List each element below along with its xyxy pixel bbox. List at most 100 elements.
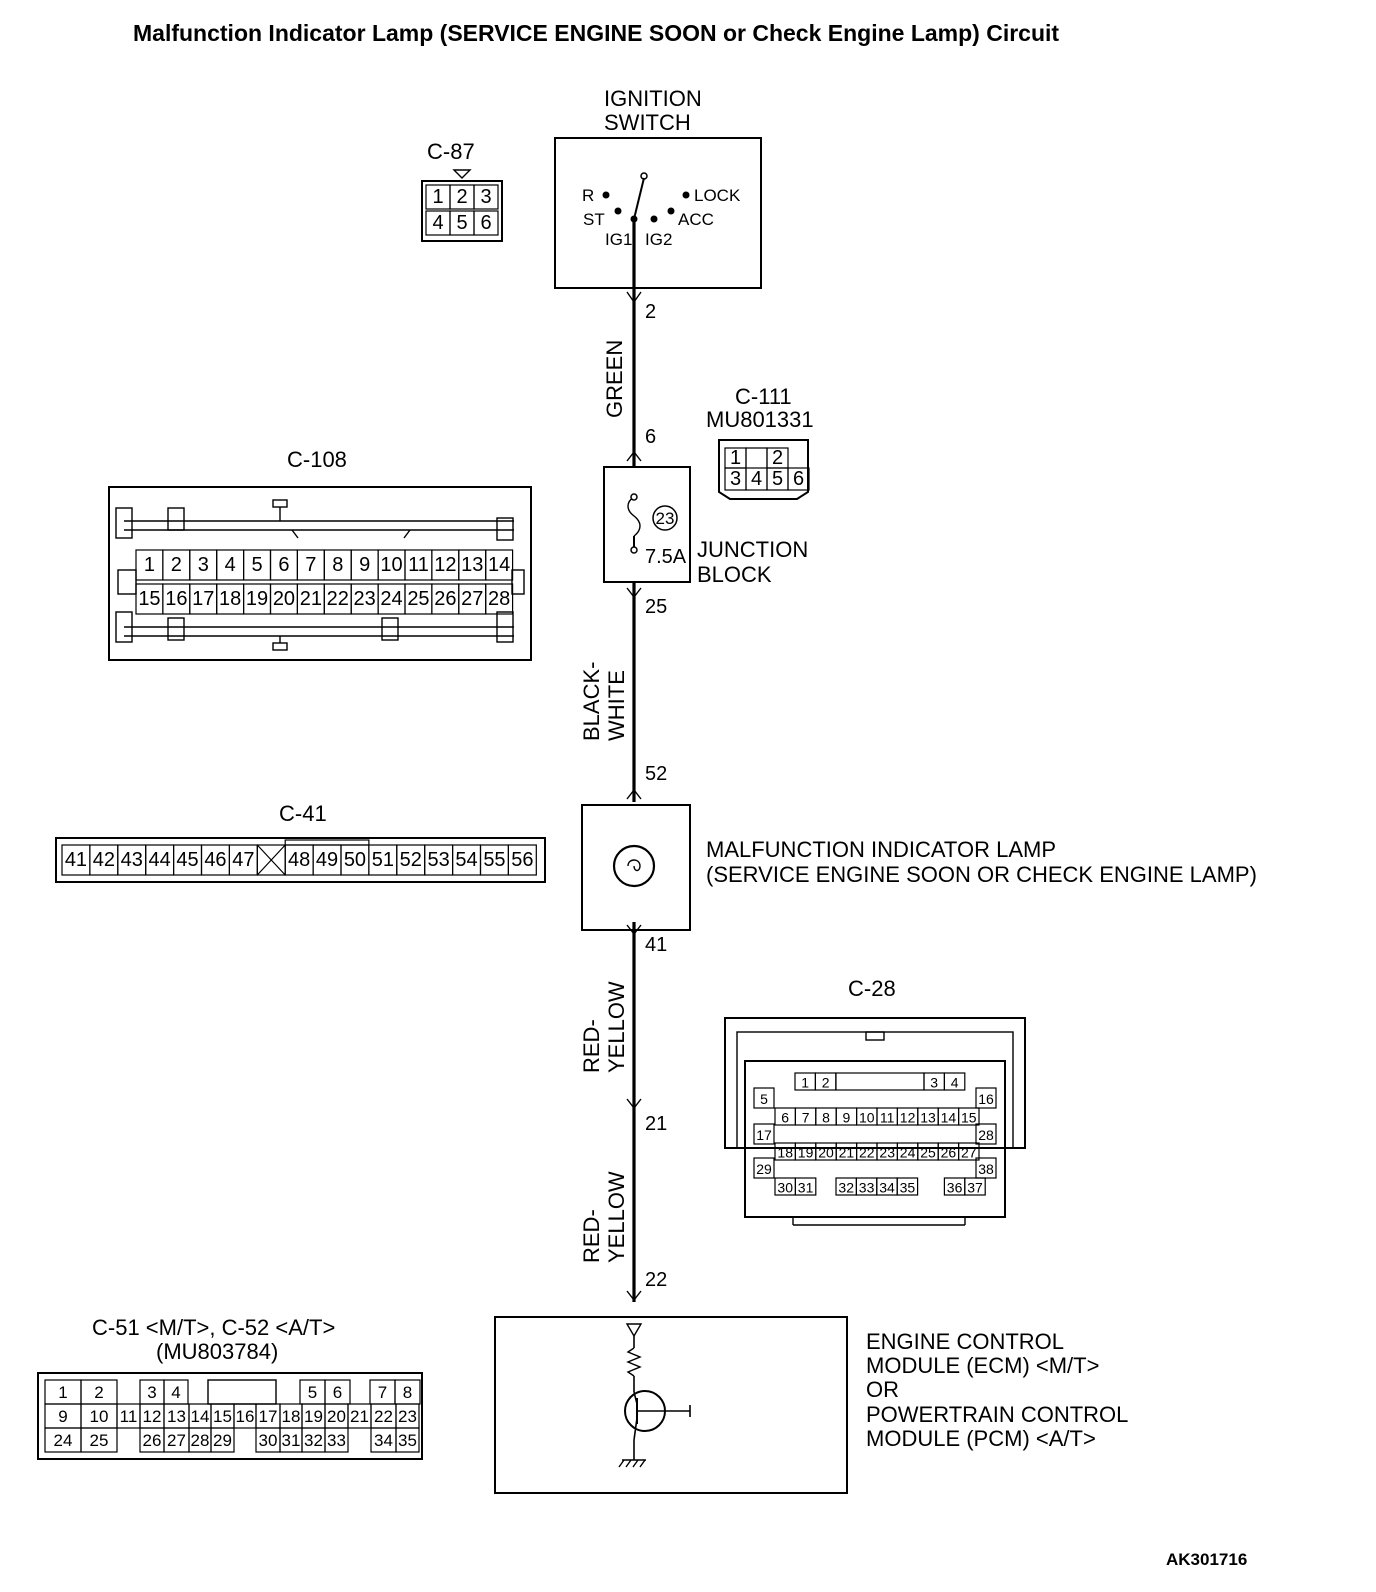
mil-box: [581, 804, 691, 931]
pin-number: 5: [251, 554, 262, 576]
pin-number: 6: [480, 212, 491, 234]
fuse-number: 23: [656, 509, 675, 528]
pin-number: 44: [149, 849, 171, 871]
pin-number: 56: [511, 849, 533, 871]
pin-number: 49: [316, 849, 338, 871]
pos-ig1-label: IG1: [605, 230, 632, 249]
pin-number: 9: [843, 1110, 851, 1126]
pin-cell: [975, 1087, 997, 1109]
arrow-pin-2: [626, 291, 642, 304]
pin-number: 5: [772, 468, 783, 490]
pin-number: 46: [204, 849, 226, 871]
pin-number: 17: [259, 1407, 278, 1426]
c51-housing: [37, 1372, 423, 1460]
diagram-title: Malfunction Indicator Lamp (SERVICE ENGI…: [133, 20, 1059, 46]
c111-housing: [718, 439, 809, 500]
transistor-emitter: [633, 1417, 638, 1441]
pin-number: 45: [176, 849, 198, 871]
pos-r-label: R: [582, 186, 594, 205]
pin-number: 36: [947, 1180, 963, 1196]
pin-number: 1: [730, 447, 741, 469]
c41-housing: [55, 837, 546, 883]
ignition-switch: IGNITION SWITCH R LOCK ST ACC IG1 IG2: [554, 86, 762, 289]
ecm-label-line5: MODULE (PCM) <A/T>: [866, 1426, 1096, 1451]
pin-number: 35: [900, 1180, 916, 1196]
pin-number: 35: [398, 1431, 417, 1450]
pin-number: 8: [332, 554, 343, 576]
pin-number: 18: [777, 1145, 793, 1161]
pin-cell: [794, 1177, 817, 1196]
pin-number: 6: [278, 554, 289, 576]
pin-cell: [957, 1142, 980, 1161]
mil-label-line2: (SERVICE ENGINE SOON OR CHECK ENGINE LAM…: [706, 862, 1257, 887]
pin-cell: [485, 549, 514, 581]
pin-number: 22: [374, 1407, 393, 1426]
pin-number: 13: [461, 554, 483, 576]
switch-blade: [633, 177, 645, 220]
pin-number: 23: [879, 1145, 895, 1161]
pin-number: 21: [839, 1145, 855, 1161]
pin-number: 25: [407, 588, 429, 610]
c51-part: (MU803784): [156, 1339, 278, 1364]
arrow-pin-41: [626, 924, 642, 936]
ecm-label-line1: ENGINE CONTROL: [866, 1329, 1064, 1354]
pin-number: 2: [171, 554, 182, 576]
pin-number: 43: [121, 849, 143, 871]
c28-face: [744, 1060, 1006, 1218]
pin-number: 19: [798, 1145, 814, 1161]
pin-number: 51: [372, 849, 394, 871]
c108-housing-detail: [115, 499, 525, 651]
pin-number: 26: [143, 1431, 162, 1450]
junction-block: 23 7.5A JUNCTION BLOCK: [603, 466, 808, 587]
pin-number: 25: [920, 1145, 936, 1161]
pin-number: 48: [288, 849, 310, 871]
pin-number: 18: [219, 588, 241, 610]
pin-number: 3: [198, 554, 209, 576]
pin-number: 6: [333, 1383, 342, 1402]
pin-number: 42: [93, 849, 115, 871]
wire-color-green: GREEN: [602, 340, 627, 418]
pin-number: 20: [818, 1145, 834, 1161]
pin-number: 5: [760, 1091, 768, 1107]
pin-cell: [485, 583, 514, 615]
c111-part: MU801331: [706, 407, 814, 432]
pin-number: 10: [859, 1110, 875, 1126]
pin-number: 11: [120, 1407, 138, 1426]
c87-housing: [421, 180, 503, 242]
main-wire: 2 6 25 52 41 21 22 GREEN BLACK- WHITE RE…: [579, 219, 667, 1302]
pin-number: 29: [756, 1161, 772, 1177]
pin-number: 23: [354, 588, 376, 610]
pin-number: 14: [191, 1407, 210, 1426]
pin-label-25: 25: [645, 596, 667, 618]
arrow-pin-25: [626, 587, 642, 599]
pin-label-52: 52: [645, 763, 667, 785]
pin-number: 14: [488, 554, 510, 576]
pin-number: 8: [403, 1383, 412, 1402]
figure-code: AK301716: [1166, 1550, 1247, 1569]
pin-number: 34: [374, 1431, 393, 1450]
pin-cell: [964, 1177, 986, 1196]
pin-number: 10: [380, 554, 402, 576]
c41-name: C-41: [279, 801, 327, 826]
pin-number: 26: [434, 588, 456, 610]
c108-name: C-108: [287, 447, 347, 472]
pin-number: 24: [900, 1145, 916, 1161]
wire-color-red-2: RED-: [579, 1209, 604, 1263]
c51-name: C-51 <M/T>, C-52 <A/T>: [92, 1315, 335, 1340]
pin-number: 30: [259, 1431, 278, 1450]
ground-icon: [618, 1459, 646, 1468]
fuse-symbol: [627, 496, 641, 537]
junction-block-label-line1: JUNCTION: [697, 537, 808, 562]
pin-number: 7: [378, 1383, 387, 1402]
pin-number: 1: [432, 186, 443, 208]
pin-number: 28: [488, 588, 510, 610]
arrow-pin-21: [626, 1098, 642, 1110]
pin-number: 33: [859, 1180, 875, 1196]
c87-name: C-87: [427, 139, 475, 164]
wire-color-black: BLACK-: [579, 662, 604, 741]
pin-number: 16: [165, 588, 187, 610]
